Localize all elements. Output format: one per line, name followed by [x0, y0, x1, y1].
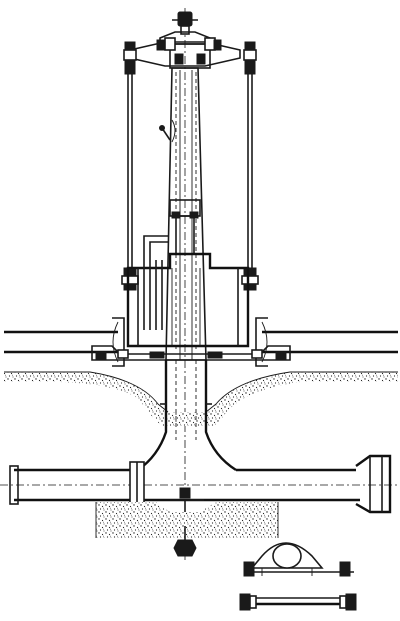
chamber-base-flange: [91, 345, 291, 361]
detail-saddle-clamp: [243, 542, 354, 577]
lower-pipe-socket: [355, 454, 392, 514]
tie-rod-left: [127, 74, 133, 268]
tie-rod-nut-bottom-left: [121, 267, 139, 291]
ground-fill: [4, 371, 398, 426]
lower-pipe-coupling: [129, 461, 145, 509]
handwheel: [172, 11, 198, 35]
detail-bolt-strap: [239, 593, 357, 611]
tie-rod-right: [247, 74, 253, 268]
tie-rod-nut-bottom-right: [241, 267, 259, 291]
spindle-lever: [159, 119, 176, 143]
valve-key: [173, 526, 197, 557]
top-bridge-yoke: [129, 31, 241, 69]
lower-main-pipe: [0, 465, 400, 505]
tie-rod-nut-top-right: [243, 41, 257, 75]
bypass-pipe: [143, 235, 168, 330]
tie-rod-nut-top-left: [123, 41, 137, 75]
foundation-block: [95, 502, 279, 538]
valve-chamber: [126, 252, 250, 348]
